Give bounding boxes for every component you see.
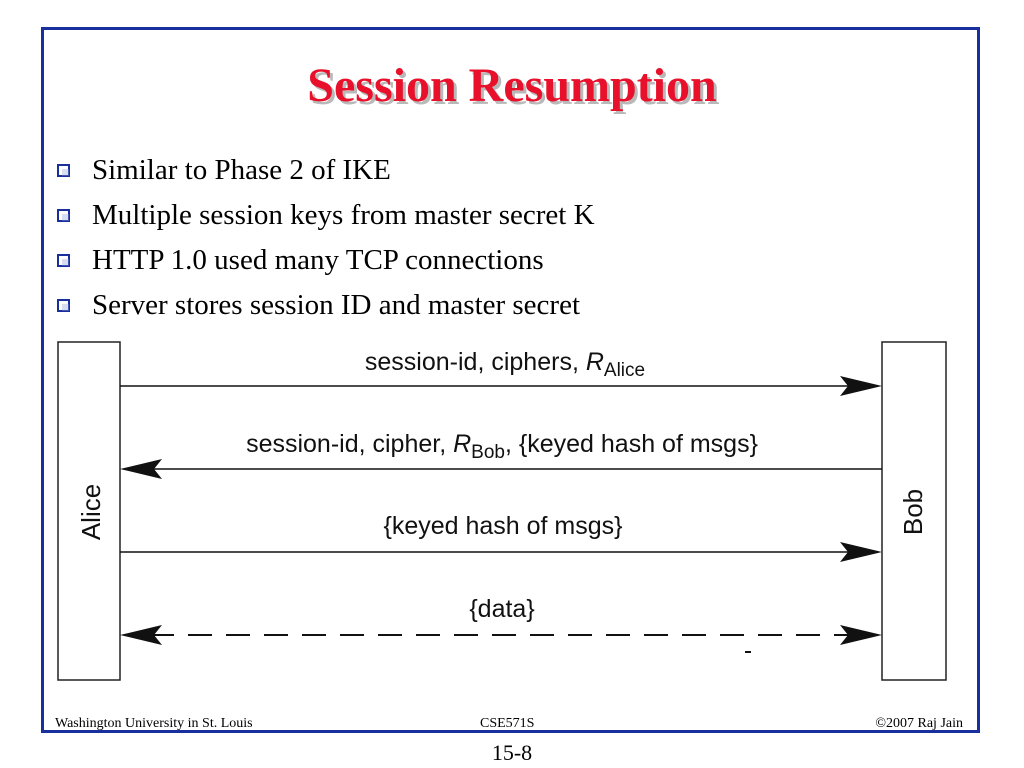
message-2-sub: Bob bbox=[471, 442, 505, 463]
alice-label: Alice bbox=[76, 484, 106, 540]
message-1-label: session-id, ciphers, RAlice bbox=[365, 348, 645, 381]
arrowhead-left-icon bbox=[120, 459, 162, 479]
bullet-box-icon bbox=[57, 254, 70, 267]
message-1-prefix: session-id, ciphers, bbox=[365, 348, 586, 376]
message-3-label: {keyed hash of msgs} bbox=[383, 512, 622, 540]
bullet-item: Server stores session ID and master secr… bbox=[55, 283, 595, 328]
bullet-box-icon bbox=[57, 299, 70, 312]
footer-right: ©2007 Raj Jain bbox=[875, 716, 963, 731]
bullet-item: HTTP 1.0 used many TCP connections bbox=[55, 238, 595, 283]
message-2-var: R bbox=[453, 430, 471, 458]
page-number: 15-8 bbox=[491, 740, 533, 765]
arrowhead-right-icon bbox=[840, 625, 882, 645]
bullet-list: Similar to Phase 2 of IKE Multiple sessi… bbox=[55, 148, 595, 328]
bullet-text: HTTP 1.0 used many TCP connections bbox=[92, 244, 544, 276]
footer-center: CSE571S bbox=[480, 716, 535, 731]
arrowhead-right-icon bbox=[840, 376, 882, 396]
bullet-item: Multiple session keys from master secret… bbox=[55, 193, 595, 238]
bullet-box-icon bbox=[57, 164, 70, 177]
arrowhead-right-icon bbox=[840, 542, 882, 562]
message-2-prefix: session-id, cipher, bbox=[246, 430, 453, 458]
message-2-label: session-id, cipher, RBob, {keyed hash of… bbox=[246, 430, 758, 463]
bob-box bbox=[881, 341, 947, 681]
bullet-box-icon bbox=[57, 209, 70, 222]
message-4-label: {data} bbox=[469, 595, 534, 623]
footer-left: Washington University in St. Louis bbox=[55, 716, 253, 731]
bullet-text: Multiple session keys from master secret… bbox=[92, 199, 595, 231]
message-2-suffix: , {keyed hash of msgs} bbox=[505, 430, 758, 458]
alice-box bbox=[57, 341, 121, 681]
slide-frame bbox=[41, 27, 980, 733]
bullet-text: Server stores session ID and master secr… bbox=[92, 289, 581, 321]
arrowhead-left-icon bbox=[120, 625, 162, 645]
message-1-sub: Alice bbox=[604, 360, 645, 381]
bullet-text: Similar to Phase 2 of IKE bbox=[92, 154, 391, 186]
bob-label: Bob bbox=[898, 489, 928, 535]
bullet-item: Similar to Phase 2 of IKE bbox=[55, 148, 595, 193]
slide-title: Session Resumption bbox=[307, 59, 717, 112]
message-1-var: R bbox=[586, 348, 604, 376]
